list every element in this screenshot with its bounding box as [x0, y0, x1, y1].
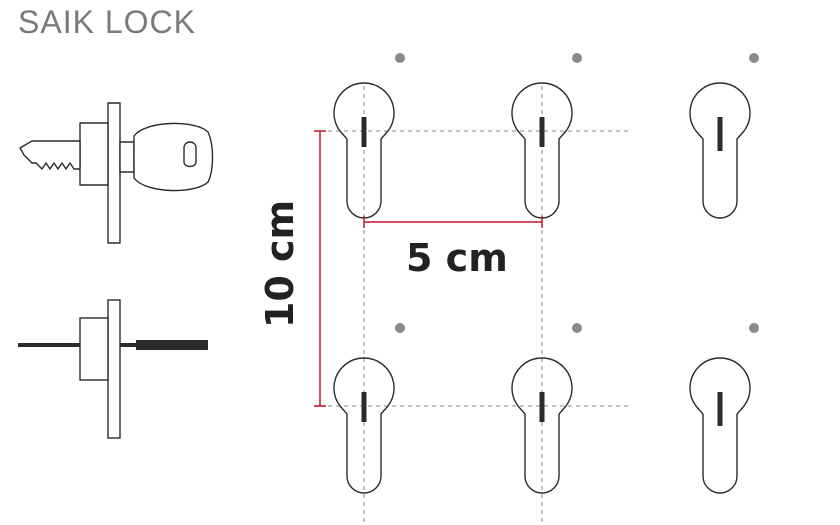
vertical-dimension-label: 10 cm [258, 199, 302, 329]
diagram-title: SAIK LOCK [18, 4, 196, 40]
screw-dots [395, 53, 759, 333]
keyhole-icon [689, 82, 751, 219]
screw-dot [749, 53, 759, 63]
keyhole-icon [333, 82, 395, 219]
horizontal-dimension-label: 5 cm [406, 236, 508, 280]
screw-dot [395, 53, 405, 63]
keyhole-icon [333, 357, 395, 494]
horizontal-dimension-line [363, 216, 543, 228]
key-in-lock-icon [19, 102, 214, 244]
keyhole-icon [511, 82, 573, 219]
screw-dot [572, 53, 582, 63]
screw-dot [749, 323, 759, 333]
vertical-dimension-line [314, 130, 326, 407]
keyhole-icon [511, 357, 573, 494]
screw-dot [572, 323, 582, 333]
guide-lines [320, 86, 628, 525]
screw-dot [395, 323, 405, 333]
keyhole-icon [689, 357, 751, 494]
cable-through-lock-icon [18, 299, 208, 439]
